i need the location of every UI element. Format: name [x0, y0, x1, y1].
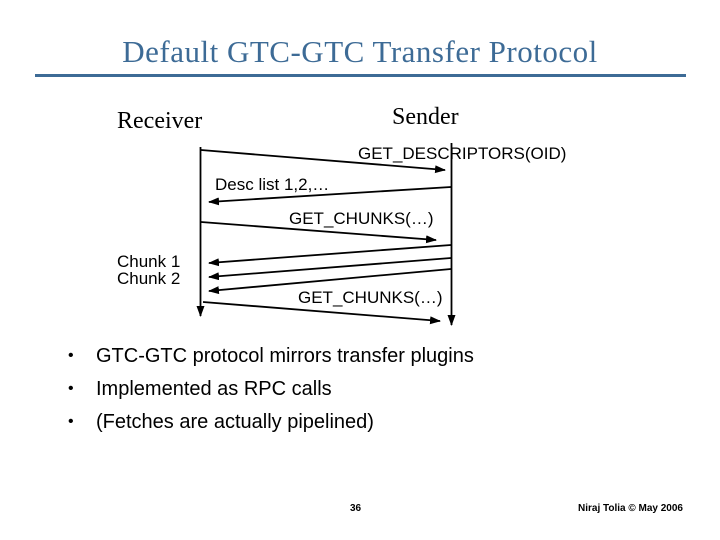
arrow-chunk-3: [208, 268, 452, 295]
bullet-item: • (Fetches are actually pipelined): [62, 410, 662, 434]
actor-receiver-label: Receiver: [117, 108, 203, 134]
title-underline: [35, 74, 686, 77]
arrow-get-chunks-1: [200, 221, 437, 244]
bullet-text: GTC-GTC protocol mirrors transfer plugin…: [96, 345, 474, 367]
bullet-text: (Fetches are actually pipelined): [96, 411, 374, 433]
arrow-chunk-2: [208, 257, 452, 281]
bullet-marker: •: [68, 413, 74, 430]
bullet-item: • GTC-GTC protocol mirrors transfer plug…: [62, 344, 662, 368]
bullet-item: • Implemented as RPC calls: [62, 377, 662, 401]
slide-title: Default GTC-GTC Transfer Protocol: [122, 34, 598, 69]
slide-page-number: 36: [350, 503, 362, 514]
actor-sender-label: Sender: [392, 104, 459, 130]
message-label-chunk-1: Chunk 1: [117, 252, 181, 271]
bullet-marker: •: [68, 347, 74, 364]
slide-credit: Niraj Tolia © May 2006: [577, 503, 683, 514]
message-label-get-chunks-2: GET_CHUNKS(…): [298, 288, 443, 307]
message-label-chunk-2: Chunk 2: [117, 269, 181, 288]
message-label-desc-list: Desc list 1,2,…: [215, 175, 330, 194]
message-label-get-descriptors: GET_DESCRIPTORS(OID): [358, 144, 567, 163]
message-label-get-chunks-1: GET_CHUNKS(…): [289, 209, 434, 228]
arrow-get-descriptors: [200, 149, 446, 174]
arrow-get-chunks-2: [202, 301, 441, 325]
bullet-text: Implemented as RPC calls: [96, 378, 332, 400]
bullet-marker: •: [68, 380, 74, 397]
arrow-desc-list: [208, 186, 452, 206]
arrow-chunk-1: [208, 244, 452, 267]
bullet-list: • GTC-GTC protocol mirrors transfer plug…: [62, 344, 662, 443]
